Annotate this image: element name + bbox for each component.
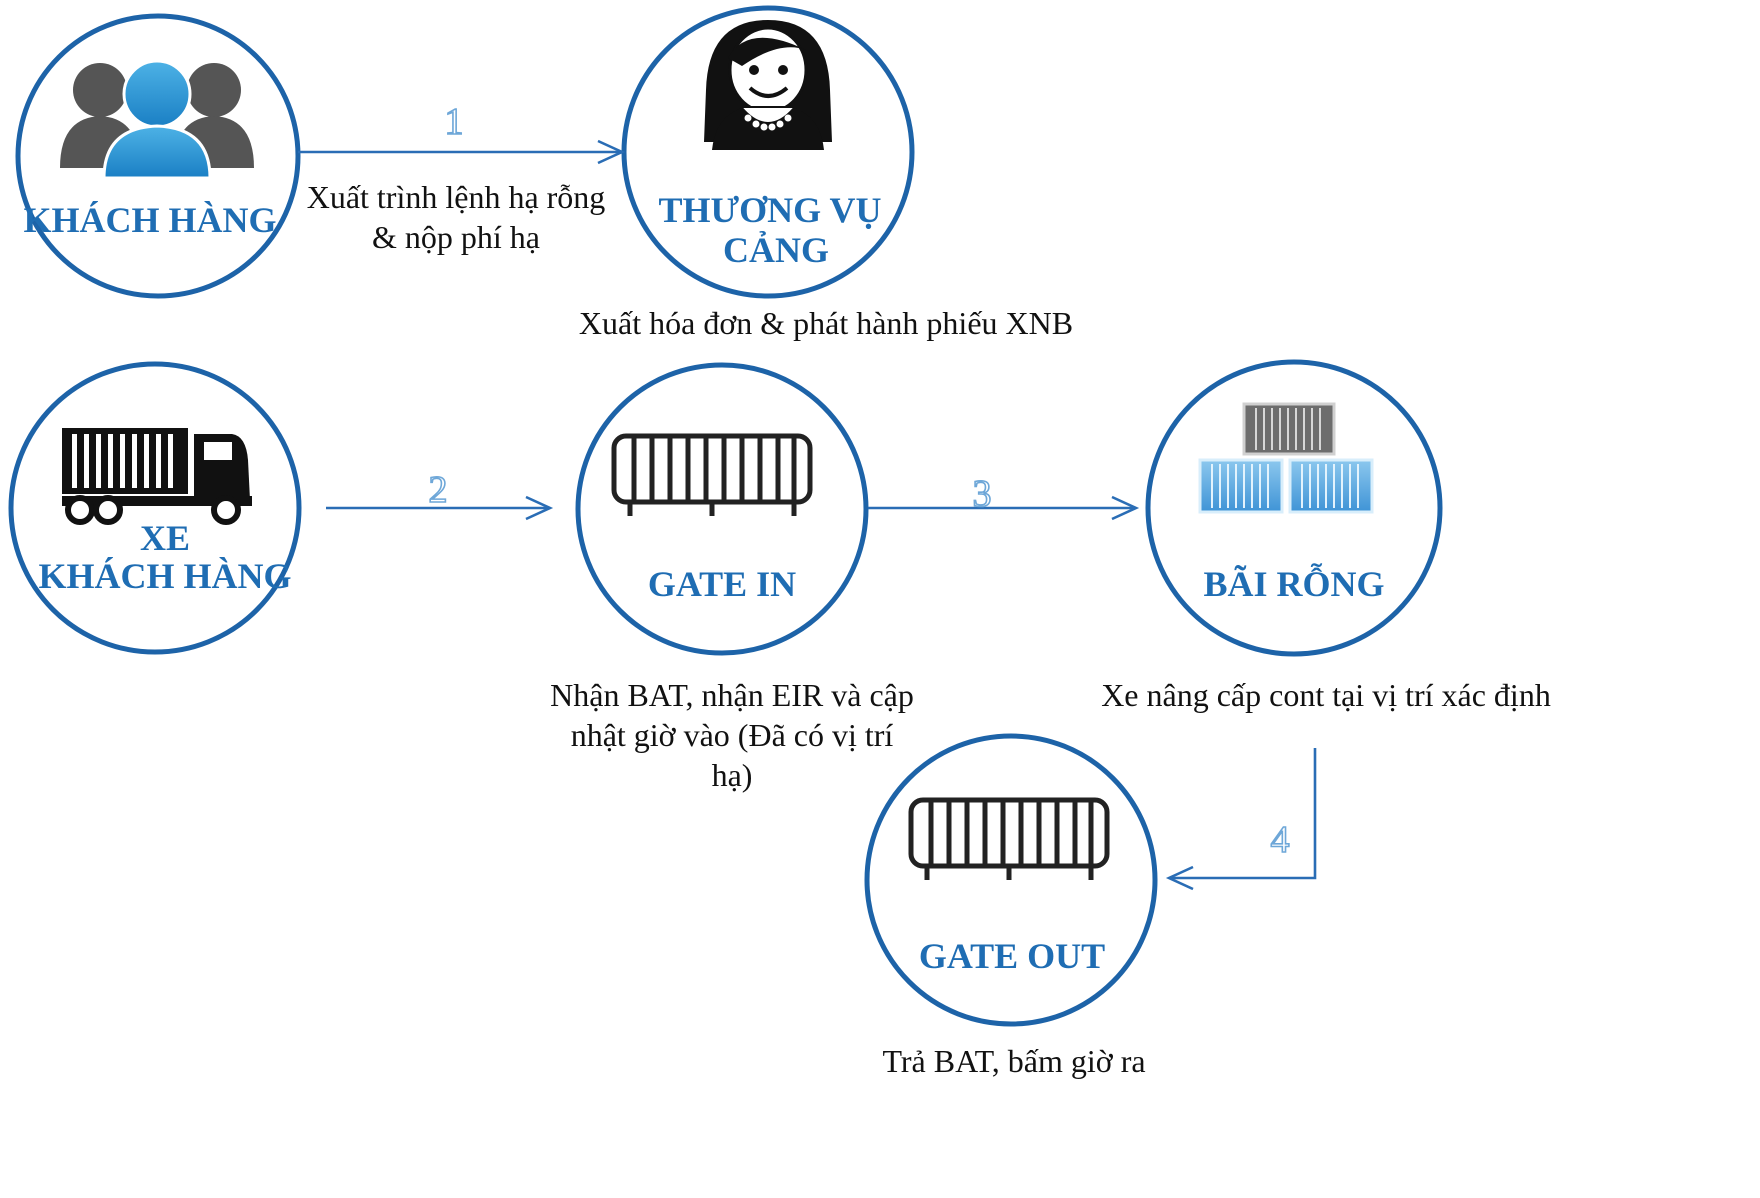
node-label: KHÁCH HÀNG	[23, 200, 276, 240]
arrow-step-4	[1165, 748, 1317, 891]
step-number-3: 3	[973, 473, 992, 515]
node-label-line1: XE	[140, 518, 190, 558]
node-gate-in: GATE IN	[575, 362, 869, 656]
truck-icon	[62, 428, 252, 525]
node-circle	[8, 361, 302, 655]
node-thuong-vu-cang: THƯƠNG VỤ CẢNG	[621, 5, 915, 299]
node-label: BÃI RỖNG	[1203, 563, 1384, 604]
containers-icon	[1198, 402, 1374, 514]
node-gate-out: GATE OUT	[864, 733, 1158, 1027]
node-label-line2: KHÁCH HÀNG	[38, 556, 291, 596]
node-khach-hang: KHÁCH HÀNG	[15, 13, 301, 299]
desc-gate-in-line3: hạ)	[712, 757, 753, 793]
node-label-line2: CẢNG	[723, 230, 829, 270]
desc-step1-line2: & nộp phí hạ	[372, 219, 540, 255]
node-label: GATE OUT	[919, 936, 1105, 976]
node-circle	[575, 362, 869, 656]
step-number-1: 1	[445, 101, 464, 143]
node-bai-rong: BÃI RỖNG	[1145, 359, 1443, 657]
step-number-2: 2	[429, 469, 448, 511]
node-xe-khach-hang: XE KHÁCH HÀNG	[8, 361, 302, 655]
desc-step1-line1: Xuất trình lệnh hạ rỗng	[307, 179, 606, 215]
woman-icon	[704, 20, 832, 150]
node-label-line1: THƯƠNG VỤ	[658, 190, 881, 230]
desc-gate-in-line2: nhật giờ vào (Đã có vị trí	[571, 717, 894, 753]
gate-icon	[908, 797, 1110, 880]
desc-thuong-vu: Xuất hóa đơn & phát hành phiếu XNB	[579, 305, 1073, 341]
desc-gate-in-line1: Nhận BAT, nhận EIR và cập	[550, 677, 914, 713]
desc-bai-rong: Xe nâng cấp cont tại vị trí xác định	[1101, 677, 1551, 713]
users-icon	[60, 59, 254, 180]
gate-icon	[611, 433, 813, 516]
node-label: GATE IN	[648, 564, 796, 604]
step-number-4: 4	[1271, 819, 1290, 861]
desc-gate-out: Trả BAT, bấm giờ ra	[882, 1043, 1145, 1079]
